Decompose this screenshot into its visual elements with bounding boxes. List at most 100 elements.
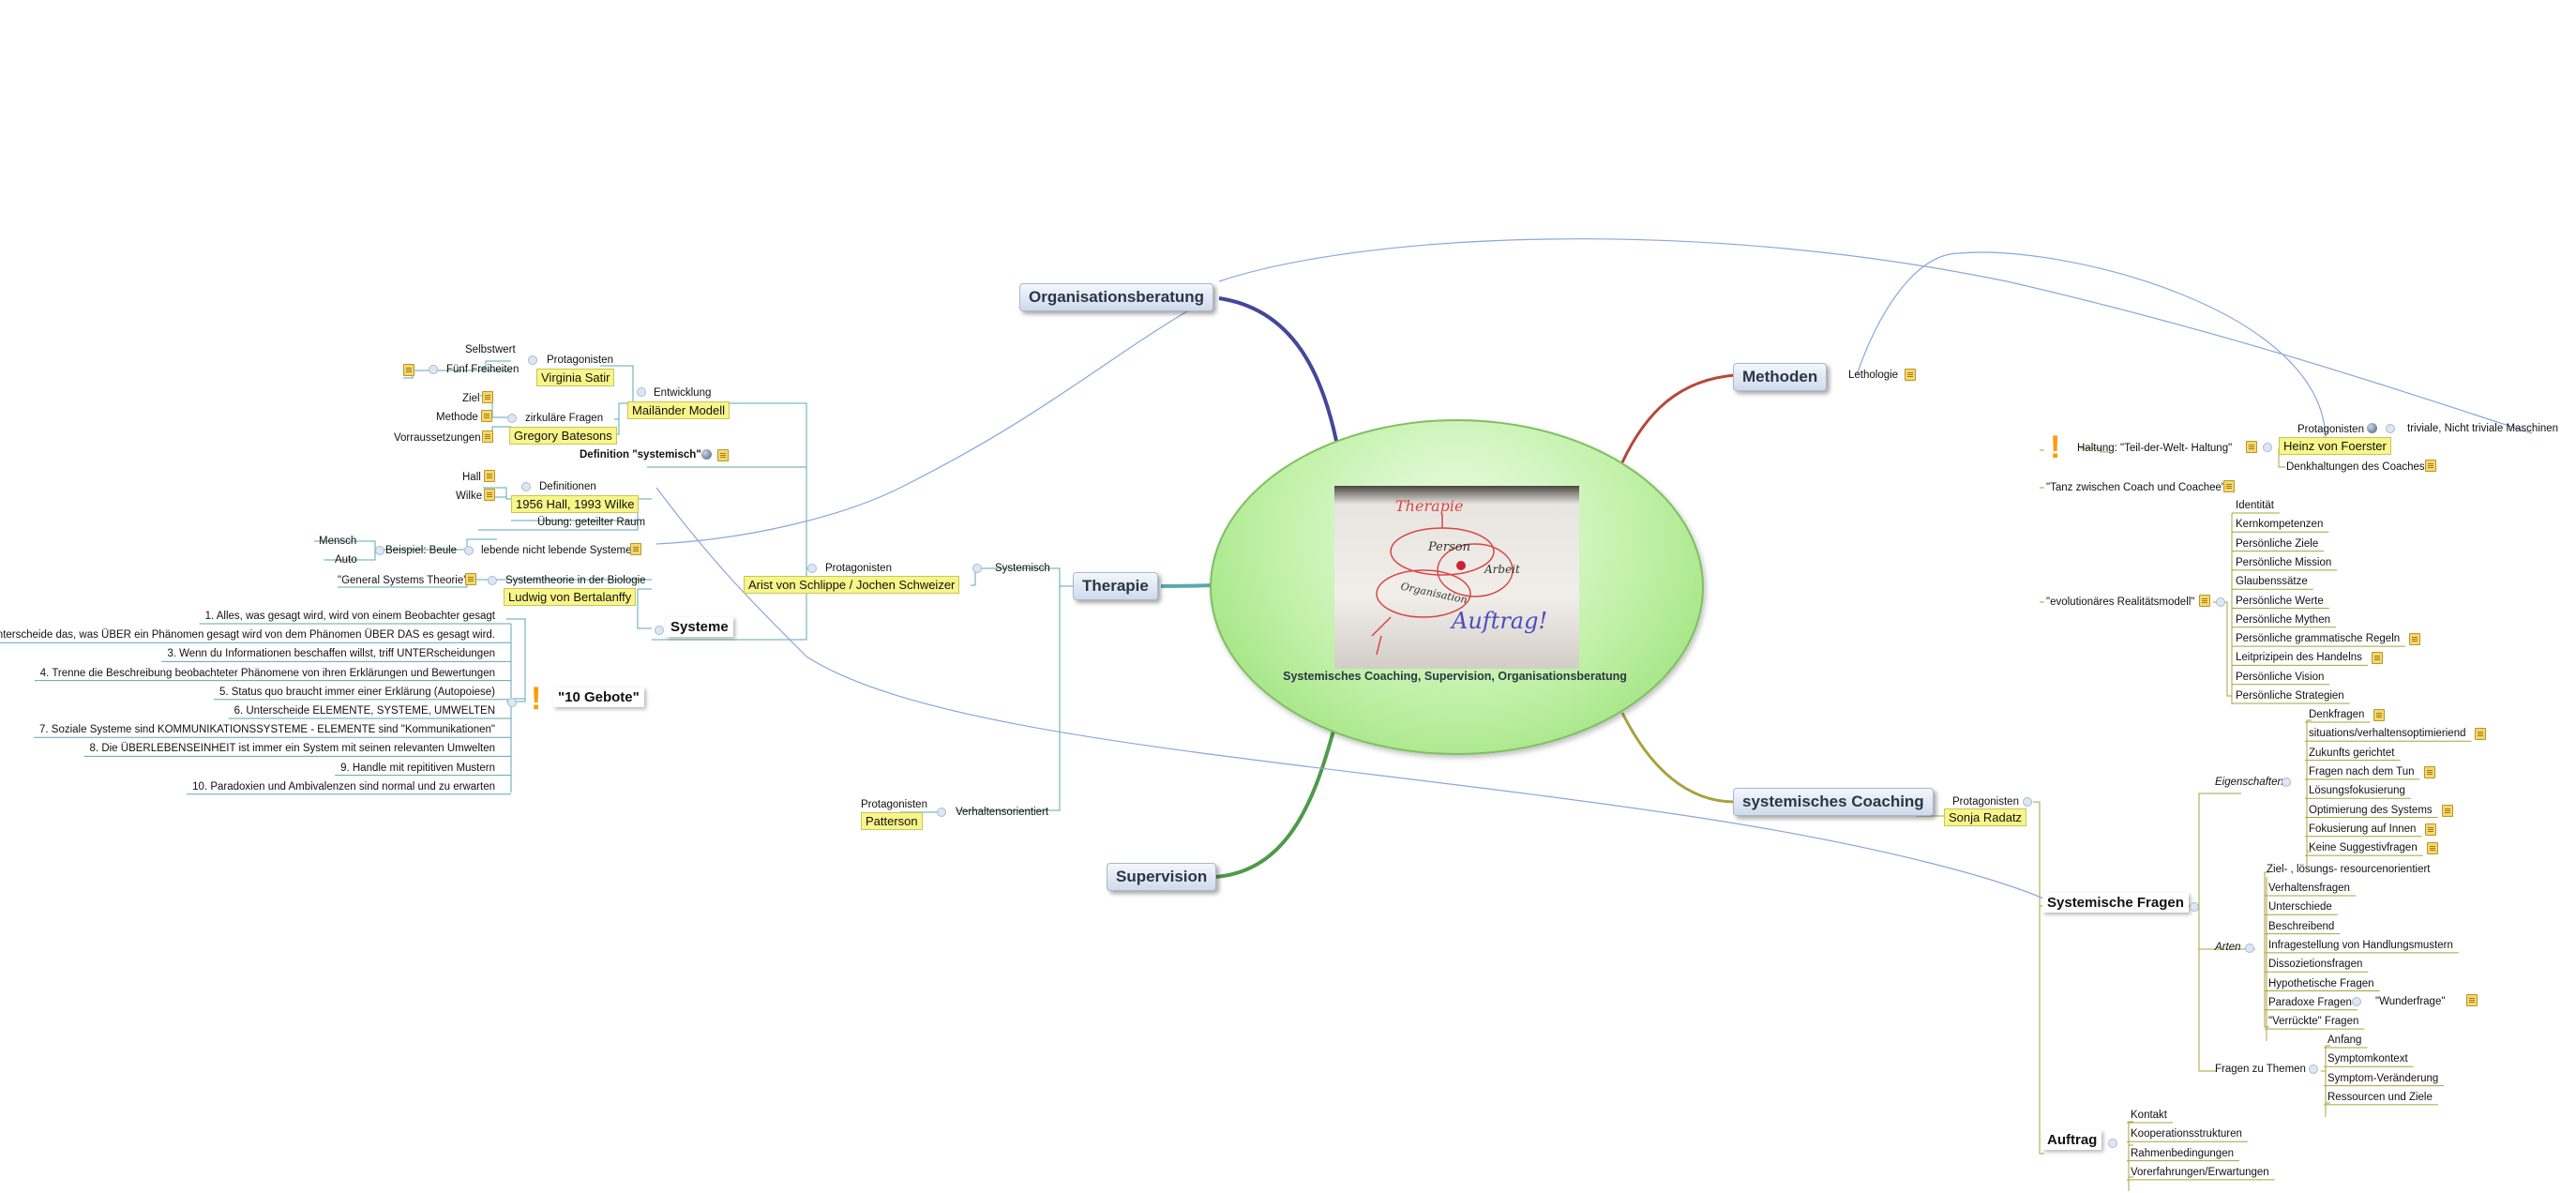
hall-wilke-node[interactable]: 1956 Hall, 1993 Wilke xyxy=(511,495,640,513)
eigenschaft-item[interactable]: Denkfragen xyxy=(2309,709,2365,720)
branch-therapie[interactable]: Therapie xyxy=(1073,572,1158,600)
auftrag-node[interactable]: Auftrag xyxy=(2042,1130,2102,1150)
gebot-item[interactable]: 6. Unterscheide ELEMENTE, SYSTEME, UMWEL… xyxy=(233,705,495,717)
thema-item[interactable]: Symptom-Veränderung xyxy=(2327,1072,2439,1084)
note-icon[interactable] xyxy=(484,489,495,501)
globe-icon[interactable] xyxy=(2367,423,2377,433)
realitaet-item[interactable]: Identität xyxy=(2236,500,2274,511)
eigenschaft-item[interactable]: Zukunfts gerichtet xyxy=(2309,747,2395,759)
note-icon[interactable] xyxy=(2223,480,2235,492)
art-item[interactable]: Infragestellung von Handlungsmustern xyxy=(2268,939,2453,951)
realitaet-item[interactable]: Persönliche Mission xyxy=(2236,556,2332,568)
art-item[interactable]: "Verrückte" Fragen xyxy=(2268,1016,2359,1028)
art-item[interactable]: Unterschiede xyxy=(2268,901,2332,914)
virginia-satir-node[interactable]: Virginia Satir xyxy=(536,369,615,386)
definitionen-label[interactable]: Definitionen xyxy=(539,481,596,492)
systeme-node[interactable]: Systeme xyxy=(666,617,733,637)
note-icon[interactable] xyxy=(465,573,476,585)
hall-item[interactable]: Hall xyxy=(462,472,481,483)
gebot-item[interactable]: 5. Status quo braucht immer einer Erklär… xyxy=(218,686,495,698)
gebot-item[interactable]: 10. Paradoxien und Ambivalenzen sind nor… xyxy=(192,780,495,793)
10-gebote-node[interactable]: "10 Gebote" xyxy=(553,687,644,707)
ziel-loesung-item[interactable]: Ziel- , lösungs- resourcenorientiert xyxy=(2267,864,2431,875)
thema-item[interactable]: Symptomkontext xyxy=(2327,1053,2408,1065)
triviale-maschinen-item[interactable]: triviale, Nicht triviale Maschinen xyxy=(2407,423,2559,434)
protagonisten-label[interactable]: Protagonisten xyxy=(2297,424,2364,435)
mailaender-modell-node[interactable]: Mailänder Modell xyxy=(627,401,730,419)
selbstwert-item[interactable]: Selbstwert xyxy=(465,344,516,355)
note-icon[interactable] xyxy=(2371,652,2383,665)
gebot-item[interactable]: 2. Unterscheide das, was ÜBER ein Phänom… xyxy=(0,629,495,642)
thema-item[interactable]: Anfang xyxy=(2327,1034,2362,1046)
mensch-item[interactable]: Mensch xyxy=(319,536,357,547)
gebot-item[interactable]: 1. Alles, was gesagt wird, wird von eine… xyxy=(204,611,495,622)
zirkulaere-fragen-label[interactable]: zirkuläre Fragen xyxy=(525,413,604,424)
globe-icon[interactable] xyxy=(701,449,712,460)
auftrag-item[interactable]: Kontakt xyxy=(2131,1110,2167,1121)
gebot-item[interactable]: 4. Trenne die Beschreibung beobachteter … xyxy=(39,667,495,679)
gebot-item[interactable]: 8. Die ÜBERLEBENSEINHEIT ist immer ein S… xyxy=(89,743,495,755)
note-icon[interactable] xyxy=(2441,804,2453,817)
note-icon[interactable] xyxy=(2426,842,2438,855)
sonja-radatz-node[interactable]: Sonja Radatz xyxy=(1944,808,2027,826)
note-icon[interactable] xyxy=(2199,595,2210,607)
fuenf-freiheiten-item[interactable]: Fünf Freiheiten xyxy=(446,364,520,375)
entwicklung-label[interactable]: Entwicklung xyxy=(654,387,712,399)
tanz-item[interactable]: "Tanz zwischen Coach und Coachee" xyxy=(2046,482,2225,493)
note-icon[interactable] xyxy=(2423,765,2435,778)
systemtheorie-biologie-label[interactable]: Systemtheorie in der Biologie xyxy=(505,575,646,586)
realitaet-item[interactable]: Persönliche Werte xyxy=(2236,595,2324,607)
note-icon[interactable] xyxy=(2373,709,2386,721)
art-item[interactable]: Verhaltensfragen xyxy=(2268,883,2350,894)
heinz-von-foerster-node[interactable]: Heinz von Foerster xyxy=(2279,437,2391,455)
art-item[interactable]: Dissozietionsfragen xyxy=(2268,959,2363,971)
note-icon[interactable] xyxy=(2475,728,2487,741)
beispiel-beule-label[interactable]: Beispiel: Beule xyxy=(385,545,458,556)
gebot-item[interactable]: 7. Soziale Systeme sind KOMMUNIKATIONSSY… xyxy=(39,724,495,736)
note-icon[interactable] xyxy=(484,470,495,482)
eigenschaften-label[interactable]: Eigenschaften xyxy=(2215,777,2283,788)
note-icon[interactable] xyxy=(403,364,414,376)
general-systems-theorie-item[interactable]: "General Systems Theorie" xyxy=(338,575,468,586)
eigenschaft-item[interactable]: Fragen nach dem Tun xyxy=(2309,765,2415,778)
eigenschaft-item[interactable]: Keine Suggestivfragen xyxy=(2309,842,2418,854)
realitaet-item[interactable]: Persönliche grammatische Regeln xyxy=(2236,633,2401,645)
branch-organisationsberatung[interactable]: Organisationsberatung xyxy=(1019,283,1214,311)
art-item[interactable]: Hypothetische Fragen xyxy=(2268,977,2374,989)
branch-supervision[interactable]: Supervision xyxy=(1107,863,1217,891)
realitaet-item[interactable]: Persönliche Mythen xyxy=(2236,613,2330,626)
note-icon[interactable] xyxy=(1905,369,1916,381)
wilke-item[interactable]: Wilke xyxy=(456,491,483,502)
realitaet-item[interactable]: Leitprizipein des Handelns xyxy=(2236,652,2362,664)
note-icon[interactable] xyxy=(482,391,493,403)
branch-coaching[interactable]: systemisches Coaching xyxy=(1733,788,1934,816)
note-icon[interactable] xyxy=(2246,441,2257,453)
eigenschaft-item[interactable]: Lösungsfokusierung xyxy=(2309,785,2405,797)
note-icon[interactable] xyxy=(481,410,492,422)
vorraussetzungen-item[interactable]: Vorraussetzungen xyxy=(394,432,481,444)
auftrag-item[interactable]: Rahmenbedingungen xyxy=(2131,1147,2234,1159)
protagonisten-label[interactable]: Protagonisten xyxy=(1952,796,2019,808)
protagonisten-label[interactable]: Protagonisten xyxy=(861,799,927,810)
lebende-systeme-label[interactable]: lebende nicht lebende Systeme xyxy=(481,545,632,556)
methode-item[interactable]: Methode xyxy=(436,412,478,423)
wunderfrage-item[interactable]: "Wunderfrage" xyxy=(2375,996,2446,1007)
art-item[interactable]: Beschreibend xyxy=(2268,920,2335,932)
bertalanffy-node[interactable]: Ludwig von Bertalanffy xyxy=(504,588,637,606)
gebot-item[interactable]: 9. Handle mit repititiven Mustern xyxy=(340,762,495,774)
patterson-node[interactable]: Patterson xyxy=(861,812,923,830)
realitaet-item[interactable]: Kernkompetenzen xyxy=(2236,519,2324,531)
thema-item[interactable]: Ressourcen und Ziele xyxy=(2327,1091,2433,1103)
arist-schlippe-node[interactable]: Arist von Schlippe / Jochen Schweizer xyxy=(744,576,960,594)
note-icon[interactable] xyxy=(2425,460,2436,472)
realitaetsmodell-label[interactable]: "evolutionäres Realitätsmodell" xyxy=(2046,596,2195,608)
haltung-item[interactable]: Haltung: "Teil-der-Welt- Haltung" xyxy=(2077,443,2233,454)
realitaet-item[interactable]: Glaubenssätze xyxy=(2236,576,2308,588)
branch-methoden[interactable]: Methoden xyxy=(1733,363,1828,391)
eigenschaft-item[interactable]: Fokusierung auf Innen xyxy=(2309,823,2417,835)
note-icon[interactable] xyxy=(2425,823,2437,836)
eigenschaft-item[interactable]: situations/verhaltensoptimieriend xyxy=(2309,728,2466,740)
auftrag-item[interactable]: Vorerfahrungen/Erwartungen xyxy=(2131,1166,2269,1178)
gregory-bateson-node[interactable]: Gregory Batesons xyxy=(509,427,617,445)
protagonisten-label[interactable]: Protagonisten xyxy=(547,355,613,366)
